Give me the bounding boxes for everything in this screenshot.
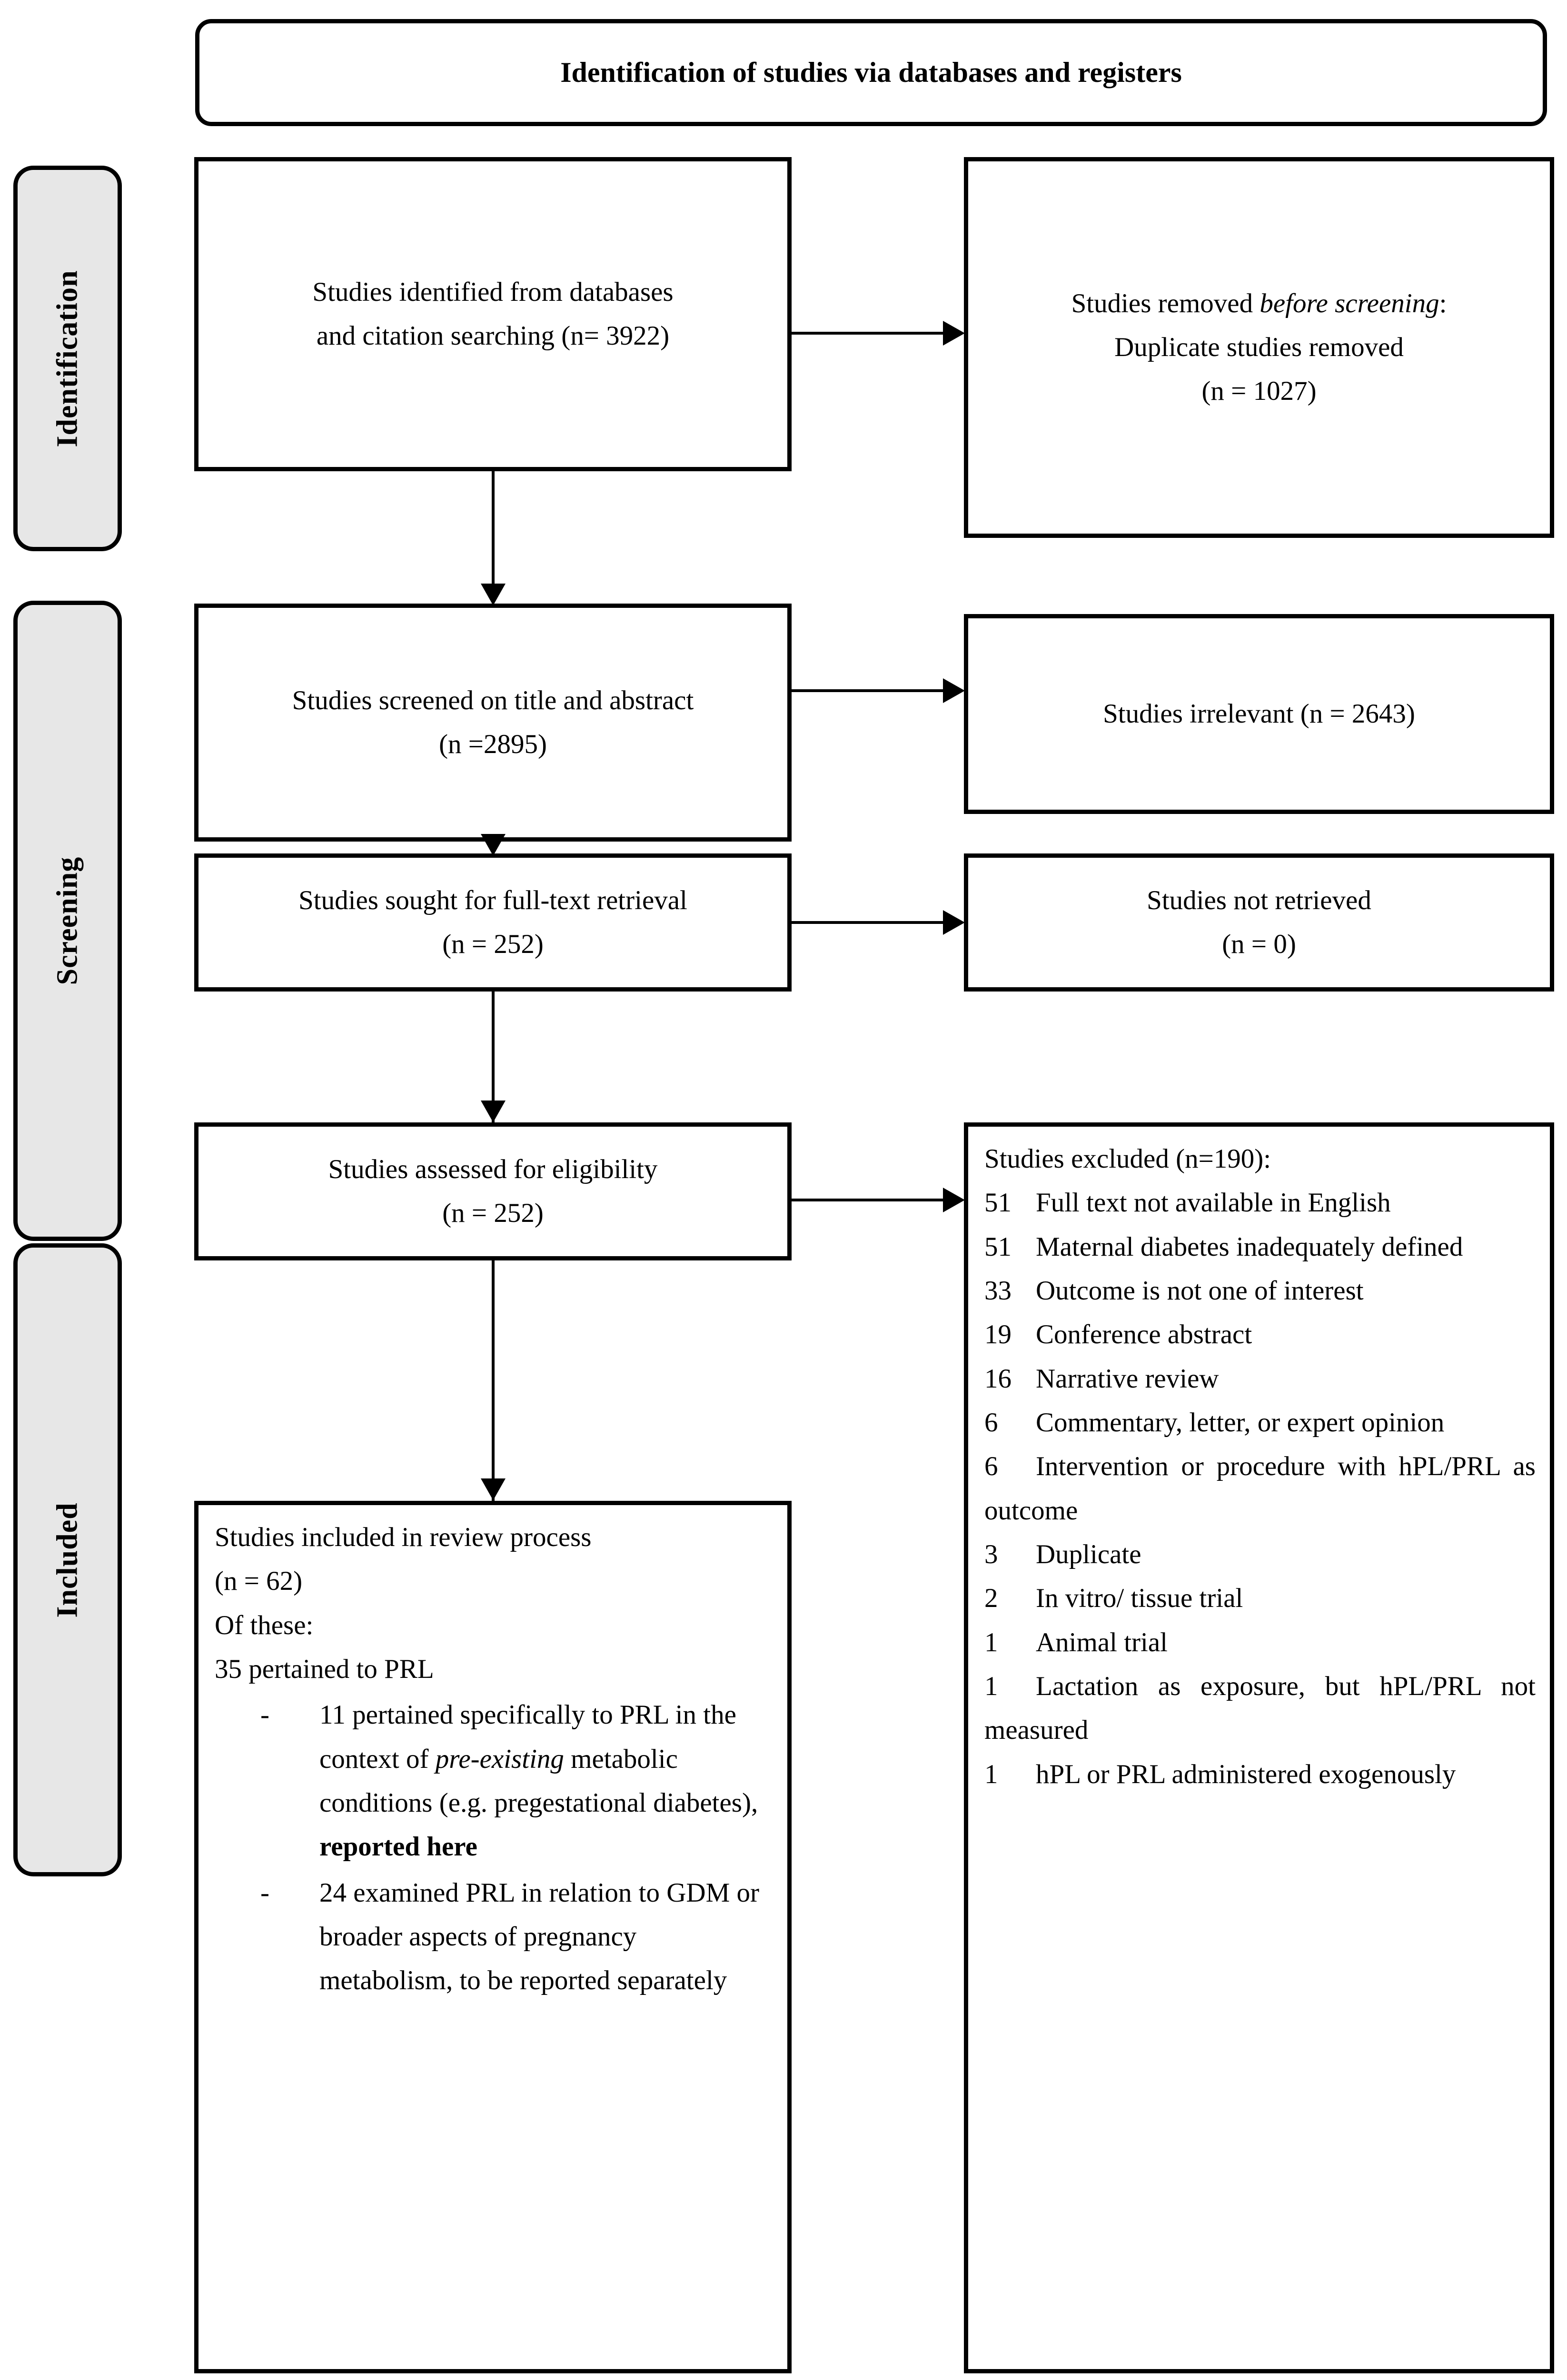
stage-label-screening: Screening (51, 856, 84, 985)
studies-included-line-3: Of these: (215, 1610, 314, 1640)
stage-label-included: Included (51, 1502, 84, 1618)
exclusion-count: 6 (984, 1407, 998, 1438)
exclusion-count: 51 (984, 1231, 1012, 1262)
arrowhead-sought-to-not-retrieved (943, 910, 965, 935)
studies-assessed-line-1: Studies assessed for eligibility (328, 1154, 658, 1184)
exclusion-count: 51 (984, 1188, 1012, 1218)
arrowhead-screened-to-sought (481, 834, 506, 856)
box-studies-identified: Studies identified from databases and ci… (194, 157, 792, 471)
studies-screened-line-2: (n =2895) (439, 729, 547, 759)
exclusion-reason: Conference abstract (1036, 1319, 1252, 1350)
arrowhead-assessed-to-excluded (943, 1188, 965, 1212)
exclusion-reason: Duplicate (1036, 1539, 1141, 1569)
connector-identified-to-screened (492, 471, 495, 585)
box-studies-excluded: Studies excluded (n=190): 51 Full text no… (964, 1122, 1554, 2373)
studies-not-retrieved-line-2: (n = 0) (1222, 929, 1296, 959)
arrowhead-identified-to-removed (943, 321, 965, 346)
exclusion-count: 16 (984, 1363, 1012, 1394)
exclusion-reason: Lactation as exposure, but hPL/PRL not m… (984, 1671, 1536, 1745)
studies-included-line-1: Studies included in review process (215, 1522, 592, 1552)
exclusion-row: 33 Outcome is not one of interest (984, 1269, 1536, 1313)
stage-band-included: Included (13, 1243, 122, 1876)
exclusion-count: 33 (984, 1275, 1012, 1306)
connector-sought-to-not-retrieved (792, 921, 944, 924)
studies-not-retrieved-line-1: Studies not retrieved (1147, 885, 1371, 915)
stage-label-identification: Identification (51, 269, 84, 447)
connector-assessed-to-included (492, 1260, 495, 1501)
box-studies-sought-fulltext: Studies sought for full-text retrieval (… (194, 853, 792, 992)
box-studies-assessed: Studies assessed for eligibility (n = 25… (194, 1122, 792, 1260)
bullet-dash-icon: - (260, 1700, 269, 1730)
diagram-title-banner: Identification of studies via databases … (195, 19, 1547, 126)
bullet-2-text: 24 examined PRL in relation to GDM or br… (319, 1877, 759, 1996)
box-studies-irrelevant: Studies irrelevant (n = 2643) (964, 614, 1554, 814)
studies-sought-line-1: Studies sought for full-text retrieval (298, 885, 687, 915)
exclusion-reason: Narrative review (1036, 1363, 1219, 1394)
exclusion-row: 3 Duplicate (984, 1533, 1536, 1577)
studies-irrelevant-line-1: Studies irrelevant (n = 2643) (1103, 698, 1415, 729)
exclusion-row: 51 Full text not available in English (984, 1181, 1536, 1225)
exclusion-row: 1 Animal trial (984, 1621, 1536, 1665)
exclusion-count: 1 (984, 1671, 998, 1701)
exclusion-reason: hPL or PRL administered exogenously (1036, 1759, 1456, 1789)
exclusion-reason: In vitro/ tissue trial (1036, 1583, 1243, 1614)
exclusion-count: 3 (984, 1539, 998, 1569)
studies-included-line-4: 35 pertained to PRL (215, 1654, 434, 1684)
box-studies-removed-before-screening: Studies removed before screening: Duplic… (964, 157, 1554, 538)
studies-excluded-heading: Studies excluded (n=190): (984, 1144, 1271, 1174)
exclusion-row: 6 Commentary, letter, or expert opinion (984, 1401, 1536, 1445)
arrowhead-sought-to-assessed (481, 1101, 506, 1122)
studies-removed-line-2: Duplicate studies removed (1114, 332, 1404, 362)
bullet-dash-icon: - (260, 1877, 269, 1908)
exclusion-count: 6 (984, 1451, 998, 1482)
studies-identified-line-1: Studies identified from databases (312, 277, 674, 307)
exclusion-row: 51 Maternal diabetes inadequately defined (984, 1225, 1536, 1269)
included-bullet-item: - 11 pertained specifically to PRL in the… (215, 1693, 773, 1869)
stage-band-screening: Screening (13, 601, 122, 1241)
bullet-1-italic: pre-existing (435, 1744, 564, 1774)
arrowhead-assessed-to-included (481, 1478, 506, 1500)
included-bullet-item: - 24 examined PRL in relation to GDM or b… (215, 1871, 773, 2003)
connector-identified-to-removed (792, 332, 944, 335)
before-screening-emphasis: before screening (1260, 288, 1439, 318)
bullet-1-part-2: metabolic conditions (e.g. pregestationa… (319, 1744, 758, 1818)
exclusion-row: 16 Narrative review (984, 1357, 1536, 1401)
studies-removed-line-1: Studies removed before screening: (1071, 288, 1447, 318)
box-studies-not-retrieved: Studies not retrieved (n = 0) (964, 853, 1554, 992)
exclusion-reason: Commentary, letter, or expert opinion (1036, 1407, 1445, 1438)
studies-sought-line-2: (n = 252) (442, 929, 544, 959)
exclusion-row: 19 Conference abstract (984, 1313, 1536, 1357)
studies-included-line-2: (n = 62) (215, 1566, 303, 1597)
connector-sought-to-assessed (492, 992, 495, 1125)
bullet-1-part-1: 11 pertained specifically to PRL in the … (319, 1700, 736, 1774)
bullet-1-bold: reported here (319, 1832, 477, 1862)
exclusion-count: 1 (984, 1627, 998, 1657)
exclusion-row: 2 In vitro/ tissue trial (984, 1577, 1536, 1620)
studies-removed-line-3: (n = 1027) (1201, 376, 1317, 407)
connector-screened-to-irrelevant (792, 689, 944, 692)
exclusion-reason: Full text not available in English (1036, 1188, 1391, 1218)
exclusion-count: 2 (984, 1583, 998, 1614)
exclusion-row: 1 hPL or PRL administered exogenously (984, 1753, 1536, 1796)
box-studies-included: Studies included in review process (n = … (194, 1501, 792, 2373)
exclusion-count: 19 (984, 1319, 1012, 1350)
diagram-title: Identification of studies via databases … (560, 57, 1182, 88)
studies-assessed-line-2: (n = 252) (442, 1198, 544, 1228)
stage-band-identification: Identification (13, 166, 122, 551)
studies-screened-line-1: Studies screened on title and abstract (292, 685, 694, 715)
arrowhead-screened-to-irrelevant (943, 678, 965, 703)
exclusion-reason: Outcome is not one of interest (1036, 1275, 1364, 1306)
exclusion-reason: Maternal diabetes inadequately defined (1036, 1231, 1463, 1262)
studies-identified-line-2: and citation searching (n= 3922) (316, 321, 670, 351)
exclusion-count: 1 (984, 1759, 998, 1789)
box-studies-screened: Studies screened on title and abstract (… (194, 604, 792, 842)
exclusion-reason: Intervention or procedure with hPL/PRL a… (984, 1451, 1536, 1526)
arrowhead-identified-to-screened (481, 584, 506, 605)
exclusion-reason: Animal trial (1036, 1627, 1168, 1657)
connector-assessed-to-excluded (792, 1199, 944, 1201)
